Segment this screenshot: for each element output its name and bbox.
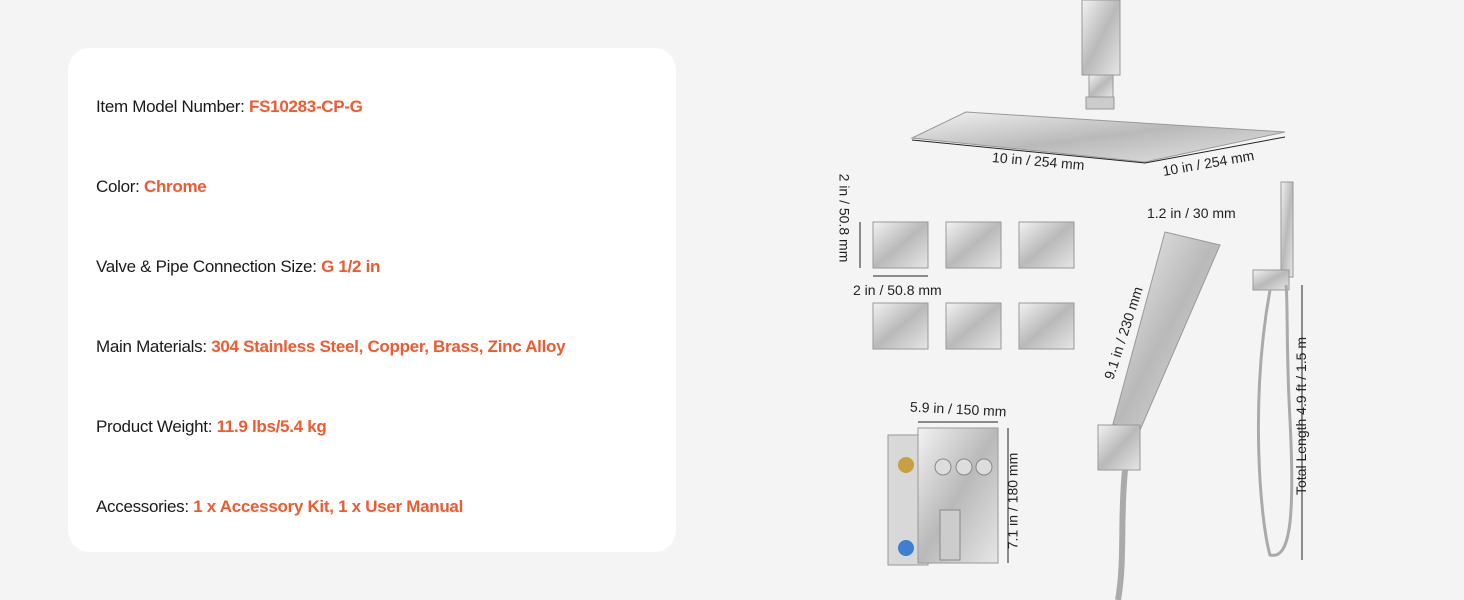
head-dimension-line [911,136,1286,164]
spec-label: Product Weight: [96,417,213,436]
body-jets [872,221,1075,350]
spec-materials: Main Materials: 304 Stainless Steel, Cop… [96,337,566,357]
spec-label: Color: [96,177,140,196]
spec-value: FS10283-CP-G [249,97,363,116]
spec-label: Main Materials: [96,337,207,356]
valve-height-label: 7.1 in / 180 mm [1004,452,1021,550]
spec-value: 11.9 lbs/5.4 kg [216,417,327,436]
spec-value: 304 Stainless Steel, Copper, Brass, Zinc… [211,337,566,356]
spec-model: Item Model Number: FS10283-CP-G [96,97,363,117]
hose-set [1252,181,1303,560]
hose-length-label: Total Length 4.9 ft / 1.5 m [1293,337,1309,495]
spec-color: Color: Chrome [96,177,207,197]
spec-card: Item Model Number: FS10283-CP-G Color: C… [68,48,676,552]
spec-label: Valve & Pipe Connection Size: [96,257,317,276]
handheld-width-label: 1.2 in / 30 mm [1147,205,1236,221]
spec-value: Chrome [144,177,207,196]
rain-shower-head [910,111,1286,163]
jet-width-label: 2 in / 50.8 mm [853,282,942,298]
mixing-valve [887,421,1009,566]
shower-arm [1081,0,1121,110]
spec-accessories: Accessories: 1 x Accessory Kit, 1 x User… [96,497,463,517]
spec-value: 1 x Accessory Kit, 1 x User Manual [193,497,464,516]
handheld-shower [1097,231,1221,600]
spec-value: G 1/2 in [321,257,381,276]
spec-label: Item Model Number: [96,97,245,116]
spec-connection-size: Valve & Pipe Connection Size: G 1/2 in [96,257,380,277]
jet-height-label: 2 in / 50.8 mm [836,173,853,263]
spec-weight: Product Weight: 11.9 lbs/5.4 kg [96,417,327,437]
spec-label: Accessories: [96,497,189,516]
